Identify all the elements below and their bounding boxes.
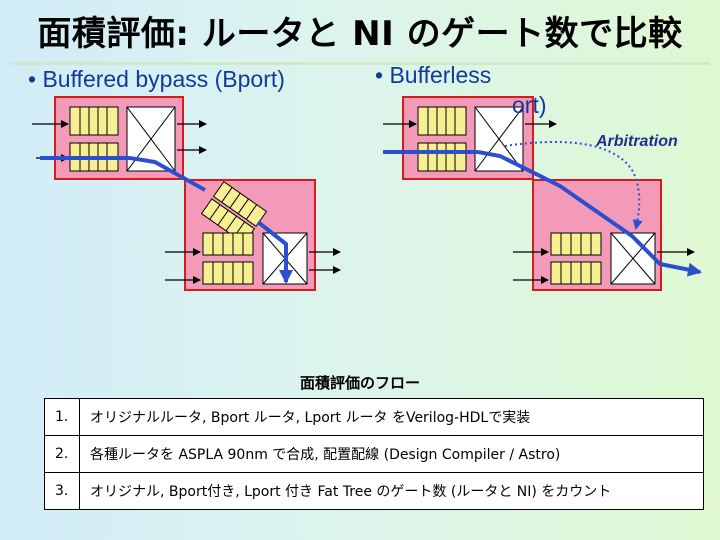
bullet-bufferless-overlap: ort)	[512, 92, 547, 118]
slide-title: 面積評価: ルータと NI のゲート数で比較	[37, 14, 683, 54]
packet-path-arrow	[40, 156, 293, 284]
table-row: 3. オリジナル, Bport付き, Lport 付き Fat Tree のゲー…	[44, 472, 704, 510]
step-text: オリジナルルータ, Bport ルータ, Lport ルータ をVerilog-…	[79, 398, 704, 436]
input-buffer-icon	[417, 106, 467, 172]
input-buffer-icon	[550, 232, 602, 285]
flow-steps-table: 1. オリジナルルータ, Bport ルータ, Lport ルータ をVeril…	[44, 398, 704, 510]
step-number: 2.	[44, 435, 80, 473]
title-underline	[10, 62, 710, 65]
table-row: 2. 各種ルータを ASPLA 90nm で合成, 配置配線 (Design C…	[44, 435, 704, 473]
port-arrows	[165, 248, 341, 284]
router-diagram: Arbitration	[32, 96, 702, 291]
step-number: 1.	[44, 398, 80, 436]
port-arrows	[513, 248, 695, 284]
bullet-bufferless: • Bufferless	[375, 62, 492, 88]
crossbar-icon	[610, 232, 656, 285]
input-buffer-icon	[202, 232, 254, 285]
step-number: 3.	[44, 472, 80, 510]
bullet-buffered-bypass: • Buffered bypass (Bport)	[28, 66, 285, 92]
step-text: 各種ルータを ASPLA 90nm で合成, 配置配線 (Design Comp…	[79, 435, 704, 473]
arbitration-arrow	[504, 141, 643, 230]
packet-path-arrow	[383, 150, 702, 277]
flow-title: 面積評価のフロー	[299, 374, 420, 392]
arbitration-label: Arbitration	[595, 133, 678, 150]
step-text: オリジナル, Bport付き, Lport 付き Fat Tree のゲート数 …	[79, 472, 704, 510]
table-row: 1. オリジナルルータ, Bport ルータ, Lport ルータ をVeril…	[44, 398, 704, 436]
crossbar-icon	[474, 106, 524, 172]
